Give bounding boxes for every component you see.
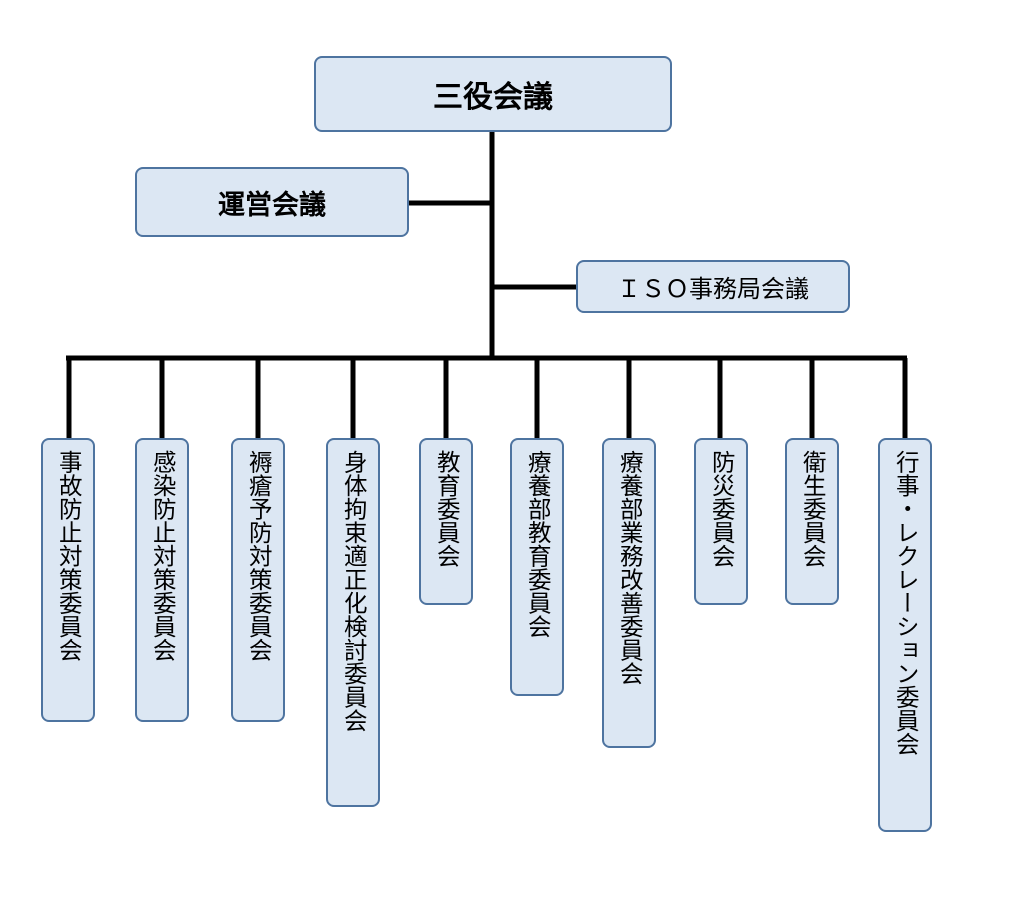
committee-box-events-recreation: 行事・レクレーション委員会 xyxy=(878,438,932,832)
committee-box-disaster-prevention: 防災委員会 xyxy=(694,438,748,605)
committee-label: 療養部業務改善委員会 xyxy=(615,450,644,685)
committee-box-pressure-ulcer: 褥瘡予防対策委員会 xyxy=(231,438,285,722)
committee-box-infection-prevention: 感染防止対策委員会 xyxy=(135,438,189,722)
iso-office-meeting-box: ＩＳＯ事務局会議 xyxy=(576,260,850,313)
committee-label: 療養部教育委員会 xyxy=(523,450,552,638)
top-meeting-box: 三役会議 xyxy=(314,56,672,132)
iso-office-meeting-label: ＩＳＯ事務局会議 xyxy=(617,275,809,303)
committee-box-care-education: 療養部教育委員会 xyxy=(510,438,564,696)
committee-label: 衛生委員会 xyxy=(798,450,827,568)
management-meeting-box: 運営会議 xyxy=(135,167,409,237)
committee-label: 教育委員会 xyxy=(432,450,461,568)
committee-box-care-improvement: 療養部業務改善委員会 xyxy=(602,438,656,748)
committee-box-accident-prevention: 事故防止対策委員会 xyxy=(41,438,95,722)
management-meeting-label: 運営会議 xyxy=(218,189,326,221)
committee-label: 行事・レクレーション委員会 xyxy=(891,450,920,756)
committee-label: 褥瘡予防対策委員会 xyxy=(244,450,273,662)
top-meeting-label: 三役会議 xyxy=(433,80,553,115)
committee-label: 防災委員会 xyxy=(707,450,736,568)
committee-label: 事故防止対策委員会 xyxy=(54,450,83,662)
committee-box-restraint-review: 身体拘束適正化検討委員会 xyxy=(326,438,380,807)
committee-box-hygiene: 衛生委員会 xyxy=(785,438,839,605)
committee-box-education: 教育委員会 xyxy=(419,438,473,605)
committee-label: 身体拘束適正化検討委員会 xyxy=(339,450,368,732)
committee-label: 感染防止対策委員会 xyxy=(148,450,177,662)
